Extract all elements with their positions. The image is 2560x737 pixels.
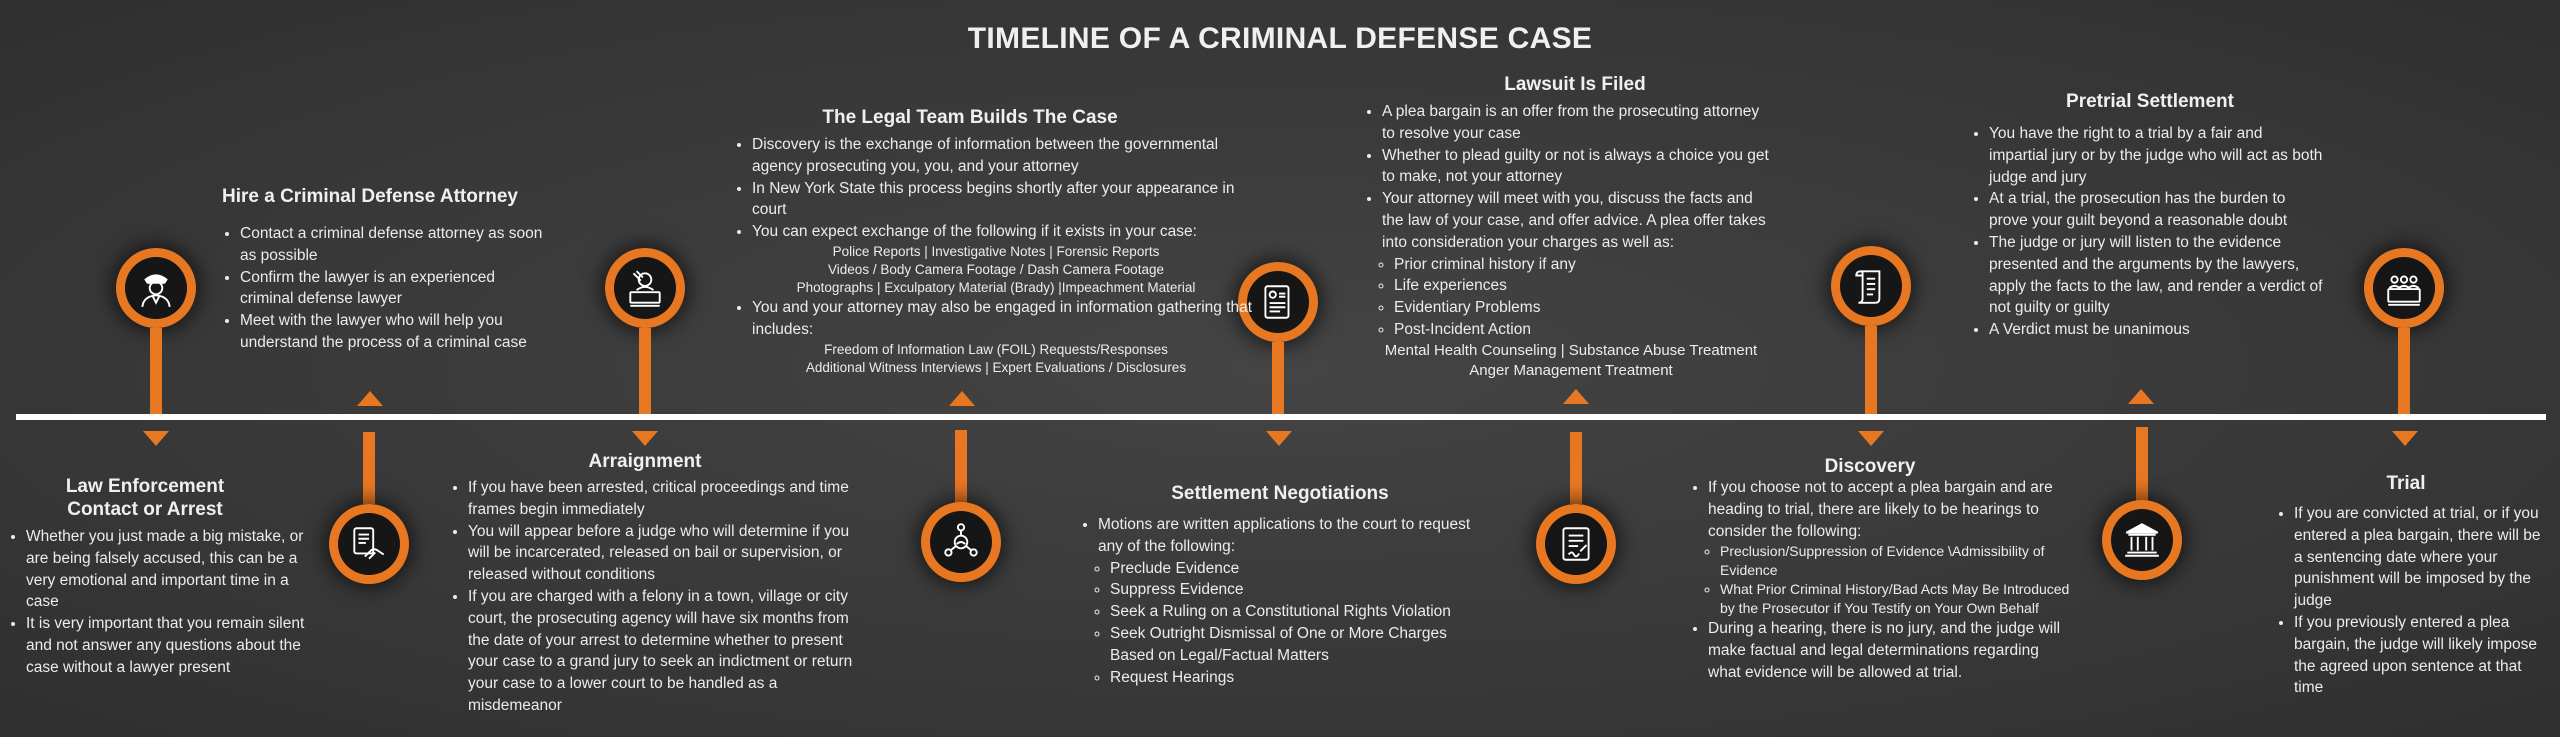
sub-bullet: Request Hearings [1110,667,1482,689]
treatment-list: Mental Health Counseling | Substance Abu… [1366,341,1776,381]
bullet: Motions are written applications to the … [1098,514,1482,558]
arrow-up-icon [2128,389,2154,404]
bullet: A plea bargain is an offer from the pros… [1382,101,1776,145]
sub-bullet: Seek a Ruling on a Constitutional Rights… [1110,601,1482,623]
pin-settlement [1533,420,1619,584]
pin-lawsuit [1828,246,1914,414]
sub-bullet: Suppress Evidence [1110,579,1482,601]
bullet: If you previously entered a plea bargain… [2294,612,2552,699]
heading-hire-attorney: Hire a Criminal Defense Attorney [222,186,518,207]
pin-law-enforcement [113,248,199,414]
bullet: You can expect exchange of the following… [752,221,1256,243]
centered-line: Mental Health Counseling | Substance Abu… [1384,341,1758,359]
bullet: Confirm the lawyer is an experienced cri… [240,267,544,311]
text-arraignment: If you have been arrested, critical proc… [452,477,856,717]
page-title: TIMELINE OF A CRIMINAL DEFENSE CASE [967,22,1593,55]
sub-bullet: Evidentiary Problems [1394,297,1776,319]
arrow-down-icon [143,431,169,446]
arrow-down-icon [2392,431,2418,446]
bullet: The judge or jury will listen to the evi… [1989,232,2325,319]
team-network-icon [944,523,978,557]
heading-settlement: Settlement Negotiations [1171,483,1389,504]
sub-bullet: Life experiences [1394,275,1776,297]
arrow-up-icon [949,391,975,406]
heading-law-enforcement: Law Enforcement Contact or Arrest [65,476,225,520]
arrow-up-icon [1563,389,1589,404]
sub-bullet: Prior criminal history if any [1394,254,1776,276]
heading-trial: Trial [2386,473,2426,494]
pin-legal-team [1235,262,1321,414]
text-legal-team: Discovery is the exchange of information… [736,134,1256,377]
heading-discovery: Discovery [1824,456,1916,477]
bullet: A Verdict must be unanimous [1989,319,2325,341]
courthouse-icon [2125,523,2159,557]
bullet: You and your attorney may also be engage… [752,297,1256,341]
pin-arraignment [602,248,688,414]
sub-bullet: What Prior Criminal History/Bad Acts May… [1720,580,2072,618]
bullet: It is very important that you remain sil… [26,613,314,678]
bullet: During a hearing, there is no jury, and … [1708,618,2072,683]
bullet: If you choose not to accept a plea barga… [1708,477,2072,542]
scroll-document-icon [1855,270,1881,304]
text-discovery: If you choose not to accept a plea barga… [1692,477,2072,684]
pin-pretrial [2099,420,2185,584]
arrow-down-icon [1266,431,1292,446]
timeline-axis [16,414,2546,420]
text-settlement: Motions are written applications to the … [1082,514,1482,688]
bullet: If you are charged with a felony in a to… [468,586,856,717]
bullet: Contact a criminal defense attorney as s… [240,223,544,267]
centered-line: Police Reports | Investigative Notes | F… [832,243,1160,259]
text-trial: If you are convicted at trial, or if you… [2278,503,2552,699]
bullet: You have the right to a trial by a fair … [1989,123,2325,188]
information-gathering-list: Freedom of Information Law (FOIL) Reques… [736,341,1256,377]
bullet: In New York State this process begins sh… [752,178,1256,222]
arrow-down-icon [1858,431,1884,446]
centered-line: Freedom of Information Law (FOIL) Reques… [824,341,1168,357]
bullet: You will appear before a judge who will … [468,521,856,586]
handshake-document-icon [353,527,385,560]
heading-pretrial: Pretrial Settlement [2066,91,2234,112]
sub-bullet: Seek Outright Dismissal of One or More C… [1110,623,1482,667]
pin-hire-attorney [326,420,412,584]
evidence-list: Police Reports | Investigative Notes | F… [736,243,1256,297]
heading-arraignment: Arraignment [588,451,702,472]
arrow-down-icon [632,431,658,446]
bullet: Whether you just made a big mistake, or … [26,526,314,613]
sub-bullet: Post-Incident Action [1394,319,1776,341]
pin-team [918,420,1004,584]
bullet: Meet with the lawyer who will help you u… [240,310,544,354]
text-hire-attorney: Contact a criminal defense attorney as s… [224,223,544,354]
signed-document-icon [1562,527,1590,561]
heading-lawsuit: Lawsuit Is Filed [1504,74,1646,95]
sub-bullet: Preclusion/Suppression of Evidence \Admi… [1720,542,2072,580]
text-law-enforcement: Whether you just made a big mistake, or … [10,526,314,679]
centered-line: Videos / Body Camera Footage / Dash Came… [828,261,1164,277]
bullet: Discovery is the exchange of information… [752,134,1256,178]
bullet: At a trial, the prosecution has the burd… [1989,188,2325,232]
heading-legal-team: The Legal Team Builds The Case [822,107,1118,128]
pin-trial [2361,248,2447,414]
jury-box-icon [2387,275,2421,306]
centered-line: Additional Witness Interviews | Expert E… [805,359,1187,375]
centered-line: Anger Management Treatment [1469,361,1673,379]
centered-line: Photographs | Exculpatory Material (Brad… [796,279,1196,295]
judge-gavel-icon [629,270,661,307]
police-officer-icon [141,274,171,308]
bullet: Your attorney will meet with you, discus… [1382,188,1776,253]
text-pretrial: You have the right to a trial by a fair … [1973,123,2325,341]
sub-bullet: Preclude Evidence [1110,558,1482,580]
bullet: If you are convicted at trial, or if you… [2294,503,2552,612]
text-lawsuit: A plea bargain is an offer from the pros… [1366,101,1776,381]
legal-document-icon [1264,285,1290,319]
bullet: If you have been arrested, critical proc… [468,477,856,521]
bullet: Whether to plead guilty or not is always… [1382,145,1776,189]
arrow-up-icon [357,391,383,406]
